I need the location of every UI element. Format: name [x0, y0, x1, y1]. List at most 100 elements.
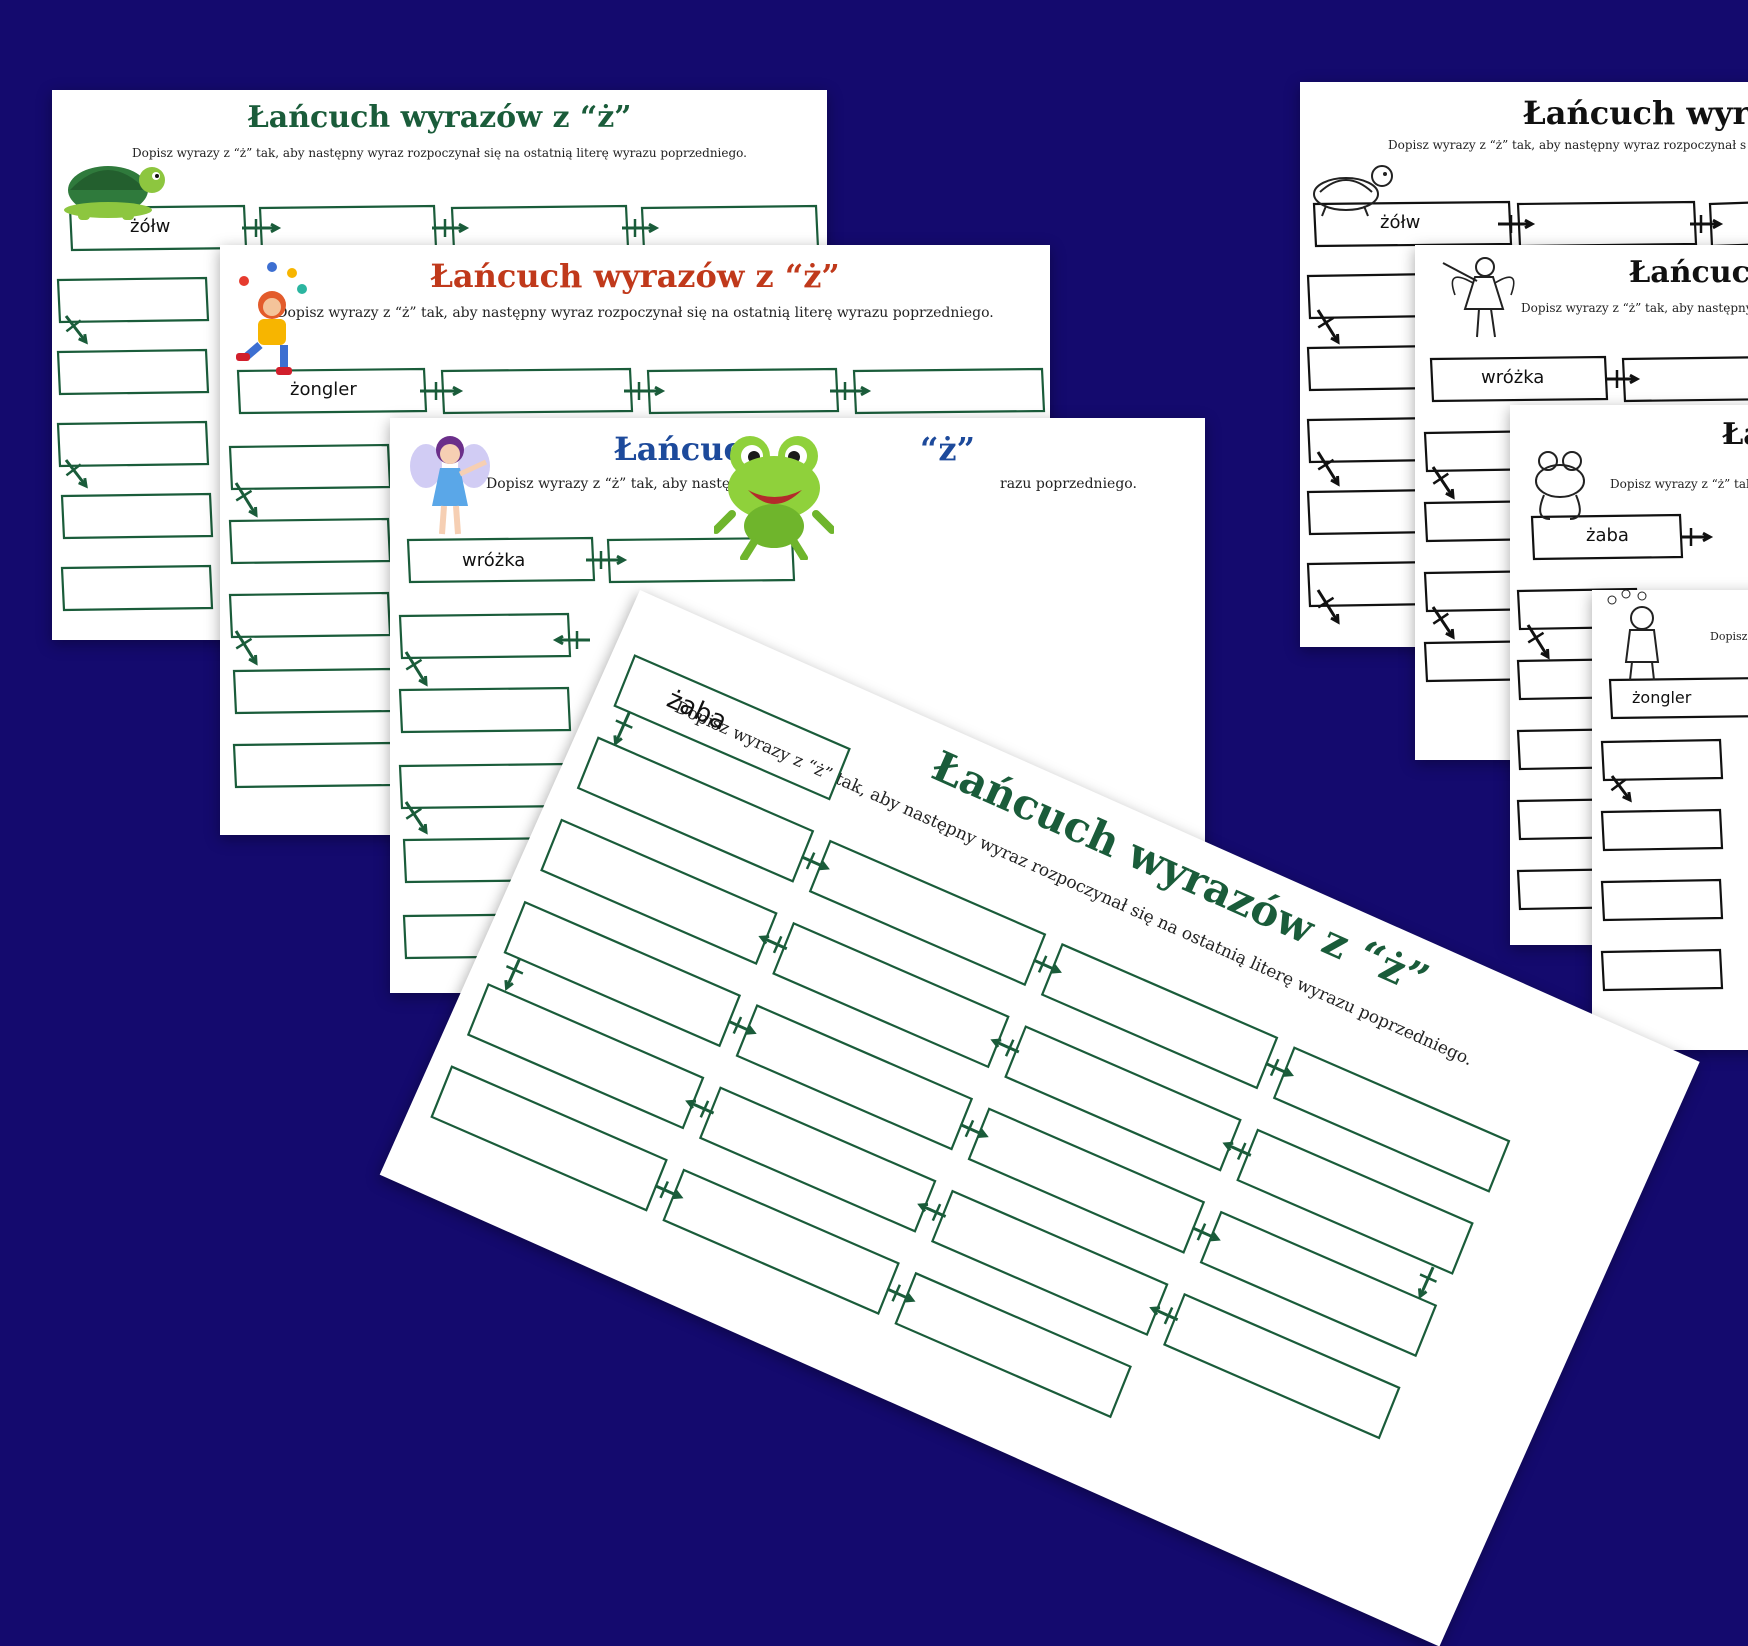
- word-box[interactable]: [1199, 1210, 1438, 1358]
- start-word: żółw: [1380, 212, 1421, 233]
- start-word: żółw: [130, 216, 171, 237]
- word-box[interactable]: [1004, 1025, 1242, 1172]
- arrow-icon: [685, 1099, 715, 1118]
- word-box[interactable]: [640, 204, 820, 252]
- arrow-icon: [64, 315, 88, 345]
- word-box[interactable]: [613, 654, 851, 801]
- word-box[interactable]: [808, 839, 1047, 987]
- start-word: wróżka: [1481, 367, 1545, 388]
- worksheet-instruction-right: razu poprzedniego.: [1000, 476, 1137, 492]
- word-box[interactable]: [228, 591, 392, 639]
- arrow-icon: [234, 630, 258, 666]
- word-box[interactable]: [228, 443, 392, 491]
- word-box[interactable]: [1040, 942, 1279, 1090]
- word-box[interactable]: [258, 204, 438, 252]
- arrow-icon: [622, 219, 660, 237]
- worksheet-title: Łańcuch wyrazów z “ż”: [430, 257, 840, 295]
- worksheet-title: Łańcuch wyrazów z “ż”: [247, 100, 632, 135]
- word-box[interactable]: [540, 818, 778, 965]
- word-box[interactable]: [466, 983, 705, 1130]
- word-box[interactable]: [1600, 738, 1724, 782]
- word-box[interactable]: [232, 741, 396, 789]
- arrow-icon: [1610, 775, 1632, 803]
- start-word: żaba: [1586, 525, 1629, 546]
- word-box[interactable]: [398, 612, 572, 660]
- word-box[interactable]: [606, 536, 796, 584]
- turtle-outline-icon: [1313, 165, 1393, 217]
- arrow-icon: [1222, 1141, 1252, 1161]
- frog-outline-icon: [1535, 451, 1585, 520]
- word-box[interactable]: [894, 1271, 1132, 1419]
- arrow-icon: [959, 1119, 989, 1139]
- word-box[interactable]: [930, 1189, 1169, 1337]
- word-box[interactable]: [1163, 1292, 1401, 1440]
- word-box[interactable]: [1600, 808, 1724, 852]
- worksheet-title: Ła: [1722, 417, 1748, 452]
- start-word: żongler: [1632, 688, 1692, 707]
- word-box[interactable]: [232, 667, 396, 715]
- word-box[interactable]: [662, 1168, 900, 1315]
- arrow-icon: [1690, 215, 1724, 233]
- word-box[interactable]: [56, 348, 210, 396]
- arrow-icon: [1032, 955, 1062, 974]
- word-chain-grid: [228, 367, 1046, 789]
- arrow-icon: [1680, 528, 1714, 546]
- arrow-icon: [1431, 466, 1455, 500]
- arrow-icon: [1431, 606, 1455, 640]
- word-box[interactable]: [430, 1065, 668, 1212]
- word-box[interactable]: [236, 367, 428, 415]
- word-box[interactable]: [735, 1004, 974, 1151]
- arrow-icon: [830, 382, 872, 400]
- word-box[interactable]: [1600, 878, 1724, 922]
- arrow-icon: [432, 219, 470, 237]
- word-chain-grid: [1600, 677, 1748, 992]
- arrow-icon: [727, 1016, 757, 1035]
- word-box[interactable]: [698, 1086, 937, 1233]
- word-box[interactable]: [1708, 201, 1748, 248]
- word-box[interactable]: [56, 420, 210, 468]
- word-box[interactable]: [1429, 355, 1609, 403]
- word-box[interactable]: [1608, 677, 1748, 720]
- word-box[interactable]: [1236, 1128, 1474, 1275]
- turtle-icon: [64, 166, 165, 220]
- word-box[interactable]: [852, 367, 1046, 415]
- word-box[interactable]: [576, 736, 815, 883]
- word-box[interactable]: [772, 921, 1010, 1069]
- worksheet-instruction: Dopisz wyrazy z “ż” tak, aby następny: [1521, 301, 1748, 315]
- word-box[interactable]: [440, 367, 634, 415]
- word-box[interactable]: [646, 367, 840, 415]
- arrow-icon: [1417, 1266, 1438, 1300]
- word-box[interactable]: [1516, 200, 1698, 248]
- clown-outline-icon: [1607, 590, 1660, 681]
- word-box[interactable]: [503, 900, 742, 1048]
- worksheet-title: Łańcuch wyrazó: [1523, 94, 1748, 132]
- word-box[interactable]: [60, 564, 214, 612]
- word-chain-grid: [1423, 355, 1748, 683]
- worksheet-title: Łańcuch: [1629, 255, 1748, 290]
- word-box[interactable]: [228, 517, 392, 565]
- word-box[interactable]: [1600, 948, 1724, 992]
- arrow-icon: [1605, 370, 1641, 388]
- frog-icon: [714, 436, 834, 560]
- arrow-icon: [917, 1202, 947, 1222]
- start-word: wróżka: [462, 550, 526, 571]
- fairy-icon: [410, 436, 490, 535]
- worksheet-instruction: Dopisz wyrazy z “ż” tak, aby następny wy…: [276, 305, 994, 321]
- word-box[interactable]: [967, 1107, 1206, 1254]
- word-box[interactable]: [398, 686, 572, 734]
- word-box[interactable]: [450, 204, 630, 252]
- word-box[interactable]: [406, 536, 596, 584]
- word-box[interactable]: [1621, 356, 1748, 403]
- worksheet-bw-clown: Dopisz żongler: [1592, 590, 1748, 1050]
- word-box[interactable]: [60, 492, 214, 540]
- word-box[interactable]: [1530, 513, 1684, 561]
- arrow-icon: [234, 482, 258, 518]
- word-box[interactable]: [1272, 1046, 1511, 1193]
- word-box[interactable]: [1312, 200, 1513, 248]
- worksheet-title-left: Łańcuc: [614, 430, 743, 468]
- arrow-icon: [242, 219, 282, 237]
- word-box[interactable]: [56, 276, 210, 324]
- worksheet-instruction: Dopisz wyrazy z “ż” tak: [1610, 477, 1748, 491]
- worksheet-title-right: “ż”: [920, 430, 975, 468]
- juggler-icon: [236, 262, 307, 375]
